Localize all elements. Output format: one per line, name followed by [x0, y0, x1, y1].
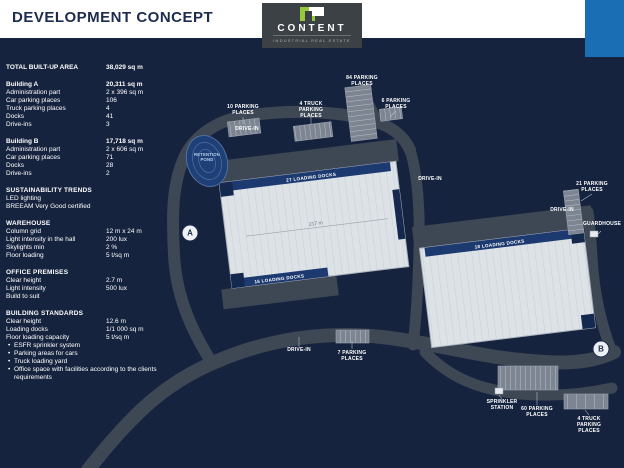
page-title: DEVELOPMENT CONCEPT [12, 9, 214, 26]
standards-bullet: Office space with facilities according t… [6, 366, 172, 382]
label-sprinkler-station: SPRINKLER STATION [486, 399, 518, 411]
building-a: 27 LOADING DOCKS 16 LOADING DOCKS 217 m [211, 139, 410, 310]
label-drive-in-2: DRIVE-IN [418, 176, 442, 182]
building-b-area: 17,718 sq m [106, 138, 143, 145]
label-drive-in-4: DRIVE-IN [287, 347, 311, 353]
label-parking-10: 10 PARKING PLACES [227, 104, 259, 116]
building-b-specs: Building B 17,718 sq m Administration pa… [6, 138, 178, 178]
accent-corner [585, 0, 624, 57]
building-a-specs: Building A 20,311 sq m Administration pa… [6, 81, 178, 129]
logo-tagline: INDUSTRIAL REAL ESTATE [273, 35, 351, 44]
building-a-dimension: 217 m [309, 220, 324, 228]
label-truck-4-bottom: 4 TRUCK PARKING PLACES [576, 416, 602, 434]
content-logo: CONTENT INDUSTRIAL REAL ESTATE [262, 3, 362, 48]
logo-mark-icon [300, 7, 324, 21]
marker-building-b: B [592, 340, 610, 358]
label-drive-in-3: DRIVE-IN [550, 207, 574, 213]
building-b-title: Building B [6, 138, 39, 145]
sustainability-specs: SUSTAINABILITY TRENDS LED lighting BREEA… [6, 187, 178, 211]
sustainability-line: LED lighting [6, 195, 42, 202]
standards-bullet: Truck loading yard [6, 358, 172, 366]
standards-title: BUILDING STANDARDS [6, 310, 84, 317]
logo-name: CONTENT [277, 23, 347, 34]
guardhouse-icon [589, 230, 599, 238]
spec-row: Build to suit [6, 293, 40, 300]
label-drive-in-1: DRIVE-IN [235, 126, 259, 132]
sustainability-line: BREEAM Very Good certified [6, 203, 91, 210]
label-parking-21: 21 PARKING PLACES [576, 181, 608, 193]
retention-pond [185, 135, 229, 187]
standards-bullet: ESFR sprinkler system [6, 342, 172, 350]
total-area-value: 38,029 sq m [106, 64, 143, 71]
marker-building-a: A [181, 224, 199, 242]
sustainability-title: SUSTAINABILITY TRENDS [6, 187, 92, 194]
building-a-docks-side-label: 16 LOADING DOCKS [254, 273, 304, 284]
building-a-title: Building A [6, 81, 39, 88]
label-parking-6: 6 PARKING PLACES [381, 98, 411, 110]
label-truck-4-top: 4 TRUCK PARKING PLACES [298, 101, 324, 119]
label-retention-pond: RETENTION POND [194, 152, 220, 162]
total-area-label: TOTAL BUILT-UP AREA [6, 64, 79, 71]
building-b-docks-top-label: 18 LOADING DOCKS [474, 239, 524, 250]
label-parking-60: 60 PARKING PLACES [521, 406, 553, 418]
label-guardhouse: GUARDHOUSE [582, 221, 622, 227]
warehouse-title: WAREHOUSE [6, 220, 51, 227]
building-a-area: 20,311 sq m [106, 81, 143, 88]
parking-areas [226, 84, 609, 410]
label-parking-7: 7 PARKING PLACES [337, 350, 367, 362]
sprinkler-station-icon [494, 387, 504, 395]
building-a-docks-top-label: 27 LOADING DOCKS [286, 172, 336, 183]
office-title: OFFICE PREMISES [6, 269, 69, 276]
spec-panel: TOTAL BUILT-UP AREA 38,029 sq m Building… [6, 64, 178, 391]
standards-bullet: Parking areas for cars [6, 350, 172, 358]
label-parking-84: 84 PARKING PLACES [346, 75, 378, 87]
building-b: 18 LOADING DOCKS [411, 205, 597, 349]
leader-lines [242, 110, 602, 416]
